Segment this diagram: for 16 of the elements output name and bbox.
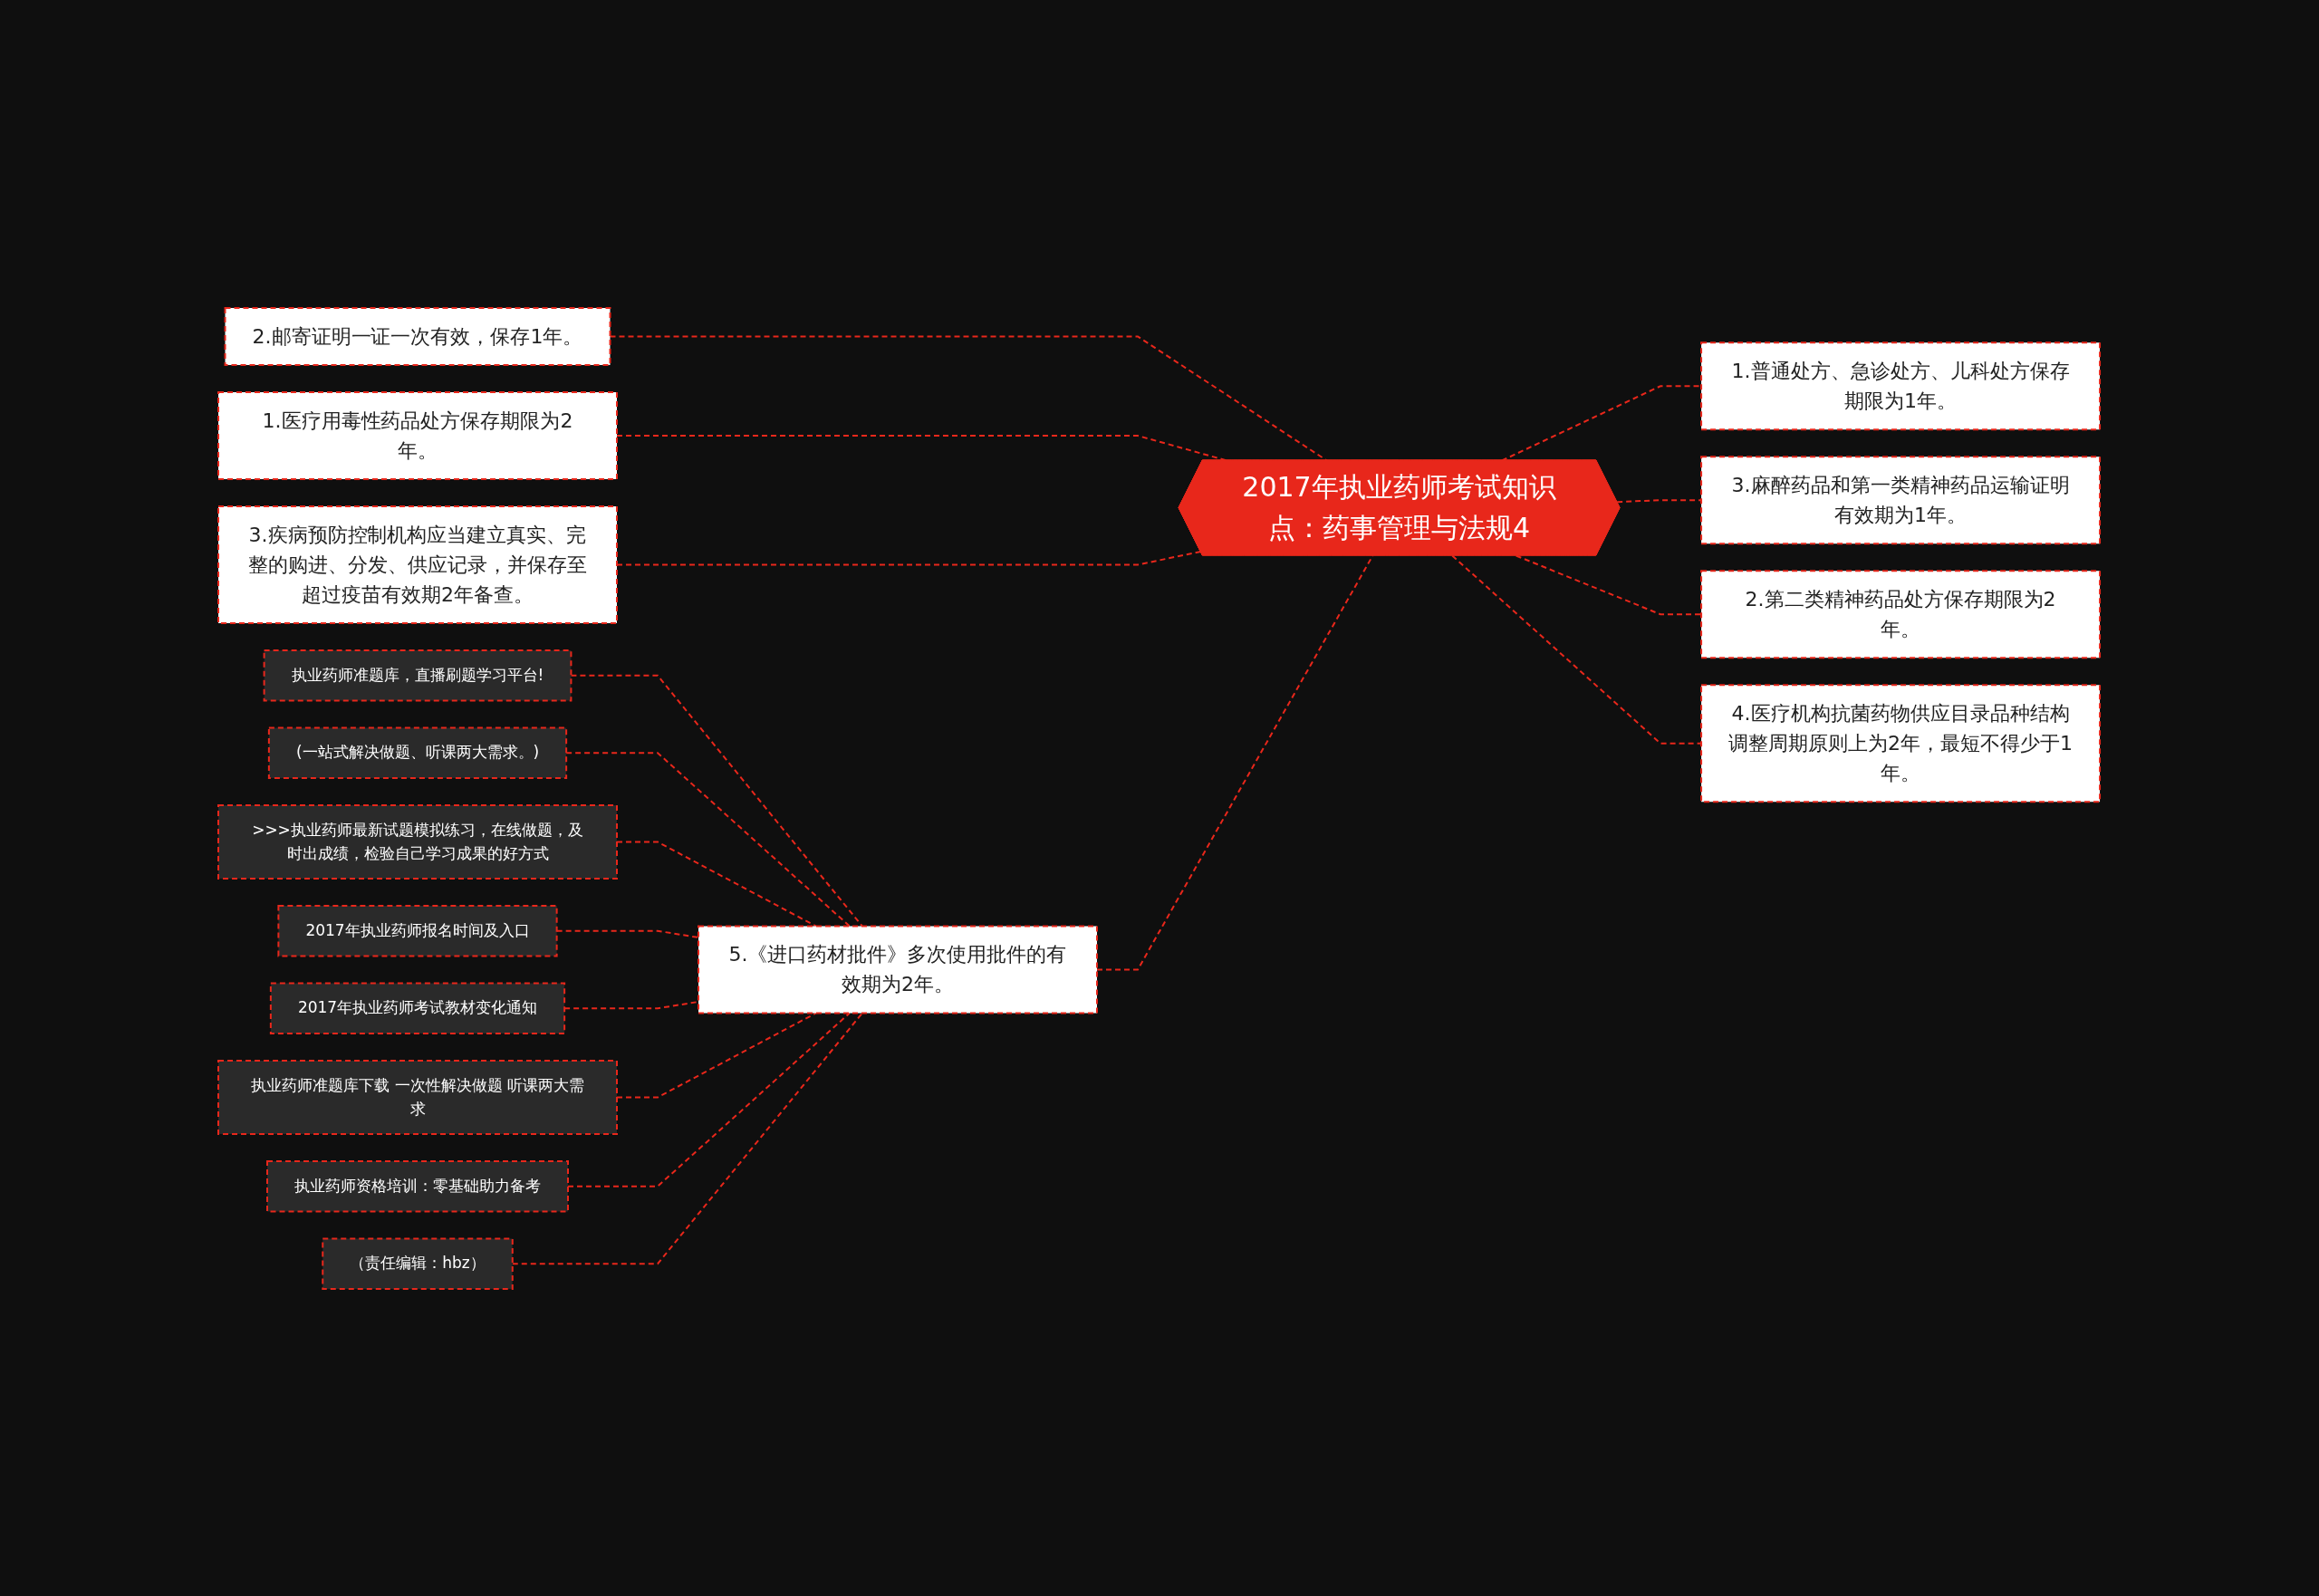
- node-box: 4.医疗机构抗菌药物供应目录品种结构调整周期原则上为2年，最短不得少于1年。: [1700, 683, 2102, 803]
- node-box: 2.邮寄证明一证一次有效，保存1年。: [224, 306, 611, 366]
- node-box: 3.疾病预防控制机构应当建立真实、完整的购进、分发、供应记录，并保存至超过疫苗有效期2年备查。: [217, 505, 619, 624]
- node-box: 5.《进口药材批件》多次使用批件的有效期为2年。: [698, 925, 1099, 1014]
- node-box: (一站式解决做题、听课两大需求。): [268, 726, 568, 779]
- node-box: 2.第二类精神药品处方保存期限为2年。: [1700, 569, 2102, 659]
- node-box: 执业药师准题库，直播刷题学习平台!: [264, 649, 573, 701]
- node-box: 执业药师准题库下载 一次性解决做题 听课两大需求: [217, 1059, 619, 1135]
- node-box: 2017年执业药师考试教材变化通知: [270, 982, 566, 1034]
- node-box: 执业药师资格培训：零基础助力备考: [266, 1159, 570, 1212]
- node-box: （责任编辑：hbz）: [322, 1237, 515, 1290]
- node-box: >>>执业药师最新试题模拟练习，在线做题，及时出成绩，检验自己学习成果的好方式: [217, 803, 619, 880]
- node-box: 1.普通处方、急诊处方、儿科处方保存期限为1年。: [1700, 341, 2102, 430]
- node-box: 1.医疗用毒性药品处方保存期限为2年。: [217, 390, 619, 480]
- node-box: 3.麻醉药品和第一类精神药品运输证明有效期为1年。: [1700, 455, 2102, 544]
- node-box: 2017年执业药师报名时间及入口: [277, 904, 559, 957]
